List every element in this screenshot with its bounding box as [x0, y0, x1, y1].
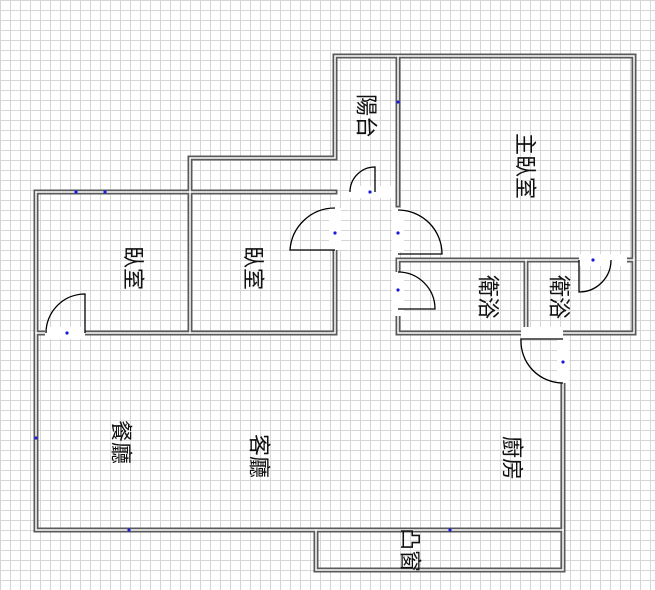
label-bedroom-1: 臥室 [120, 246, 145, 290]
doors [45, 166, 612, 384]
wall-markers [34, 100, 595, 532]
door-bathroom-1 [397, 271, 436, 310]
room-labels: 陽台 主臥室 臥室 臥室 衛浴 衛浴 餐廳 客廳 廚房 凸窗 [108, 94, 571, 572]
windows [33, 62, 483, 533]
walls [33, 53, 637, 573]
door-balcony [349, 166, 376, 193]
label-bathroom-1: 衛浴 [475, 275, 500, 319]
label-bathroom-2: 衛浴 [546, 275, 571, 319]
door-bathroom-2 [578, 259, 612, 293]
door-kitchen [520, 338, 564, 384]
label-bay-window: 凸窗 [397, 528, 422, 572]
label-living-room: 客廳 [246, 434, 271, 478]
wall-bedroom-south [33, 247, 338, 336]
door-bedroom-1 [45, 293, 86, 334]
wall-bath-block [395, 255, 637, 336]
label-kitchen: 廚房 [499, 436, 524, 480]
label-master-bedroom: 主臥室 [512, 133, 537, 199]
door-bedroom-2 [289, 207, 336, 251]
wall-bay-window [313, 527, 566, 573]
label-dining-room: 餐廳 [108, 420, 133, 464]
label-balcony: 陽台 [353, 94, 378, 138]
wall-outline-west [33, 189, 566, 533]
label-bedroom-2: 臥室 [240, 246, 265, 290]
wall-balcony [187, 53, 637, 261]
door-master-bedroom [397, 209, 443, 255]
